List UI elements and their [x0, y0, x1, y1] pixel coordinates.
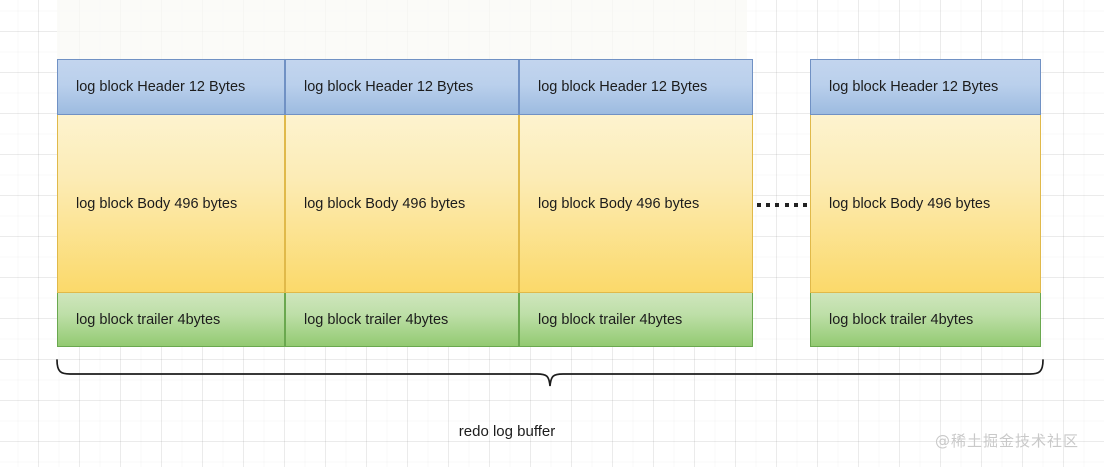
log-block-body-label: log block Body 496 bytes	[538, 195, 700, 212]
log-block-trailer: log block trailer 4bytes	[810, 293, 1041, 347]
log-block: log block Header 12 Bytes log block Body…	[519, 59, 753, 347]
log-block-trailer-label: log block trailer 4bytes	[829, 311, 974, 328]
log-block-trailer-label: log block trailer 4bytes	[304, 311, 449, 328]
log-block-header-label: log block Header 12 Bytes	[304, 79, 474, 95]
log-block-body-label: log block Body 496 bytes	[304, 195, 466, 212]
log-block-trailer-label: log block trailer 4bytes	[76, 311, 221, 328]
log-block-header-label: log block Header 12 Bytes	[538, 79, 708, 95]
log-block-trailer-label: log block trailer 4bytes	[538, 311, 683, 328]
log-block-body-label: log block Body 496 bytes	[829, 195, 991, 212]
log-block-header: log block Header 12 Bytes	[519, 59, 753, 115]
log-block-header: log block Header 12 Bytes	[57, 59, 285, 115]
log-block-header-label: log block Header 12 Bytes	[829, 79, 999, 95]
log-block-body: log block Body 496 bytes	[519, 115, 753, 293]
curly-brace-icon	[56, 359, 1044, 387]
ellipsis-dot	[802, 203, 807, 207]
ellipsis-dots-icon	[757, 203, 807, 207]
ellipsis-dot	[793, 203, 798, 207]
log-block-header: log block Header 12 Bytes	[285, 59, 519, 115]
ellipsis-dot	[757, 203, 761, 207]
log-block: log block Header 12 Bytes log block Body…	[810, 59, 1041, 347]
ellipsis-dot	[784, 203, 789, 207]
log-block-body-label: log block Body 496 bytes	[76, 195, 238, 212]
brace-label-text: redo log buffer	[458, 423, 556, 440]
log-block: log block Header 12 Bytes log block Body…	[57, 59, 285, 347]
canvas-tint-panel	[57, 0, 747, 59]
log-block-header: log block Header 12 Bytes	[810, 59, 1041, 115]
ellipsis-dot	[775, 203, 780, 207]
log-block-body: log block Body 496 bytes	[285, 115, 519, 293]
brace-label: redo log buffer	[0, 423, 1104, 440]
log-block: log block Header 12 Bytes log block Body…	[285, 59, 519, 347]
log-block-body: log block Body 496 bytes	[810, 115, 1041, 293]
log-block-header-label: log block Header 12 Bytes	[76, 79, 246, 95]
watermark: @稀土掘金技术社区	[934, 432, 1079, 450]
log-block-trailer: log block trailer 4bytes	[519, 293, 753, 347]
log-block-body: log block Body 496 bytes	[57, 115, 285, 293]
ellipsis-dot	[766, 203, 771, 207]
log-block-trailer: log block trailer 4bytes	[57, 293, 285, 347]
log-block-trailer: log block trailer 4bytes	[285, 293, 519, 347]
